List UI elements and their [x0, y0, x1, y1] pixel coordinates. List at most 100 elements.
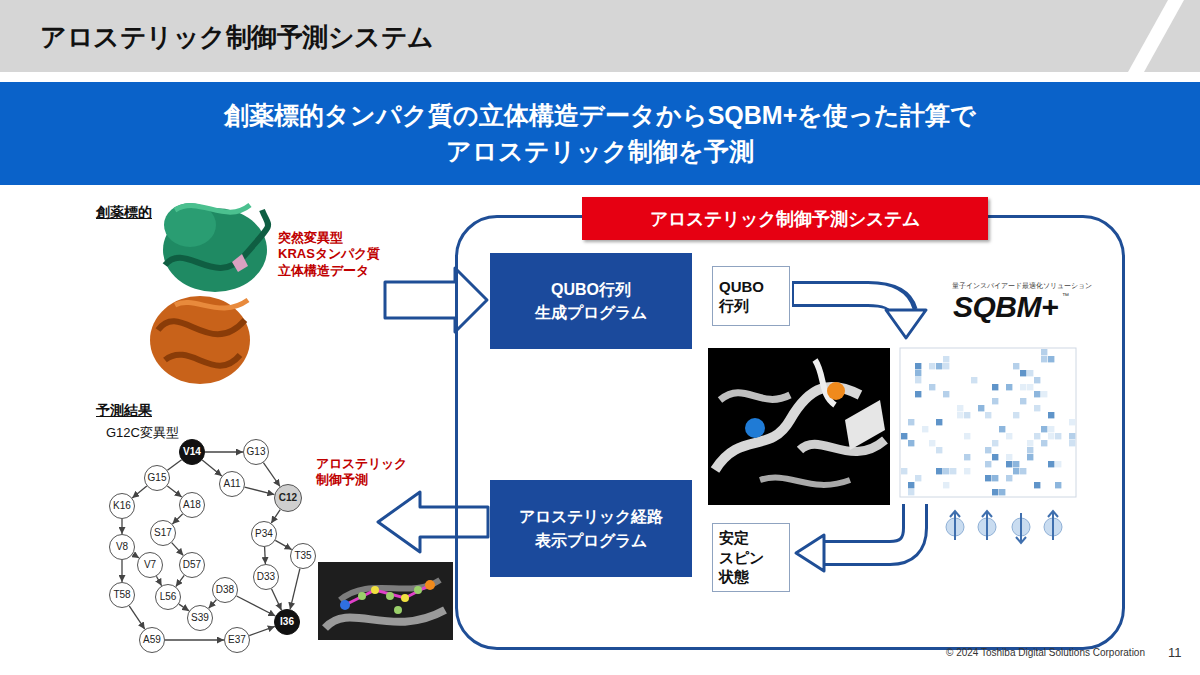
heatmap-cell — [1041, 356, 1047, 362]
pathway-arrow — [167, 486, 181, 497]
residue-circle: V14 — [179, 439, 205, 465]
heatmap-cell — [1013, 468, 1019, 474]
heatmap-cell — [908, 419, 914, 425]
node-text: S17 — [154, 528, 172, 538]
logo-tagline: 量子インスパイアード最適化ソリューション — [952, 283, 1092, 290]
pathway-arrow — [205, 451, 243, 452]
heatmap-cells — [901, 349, 1075, 495]
logo-text: SQBM+ — [953, 292, 1058, 322]
section-label: 予測結果 — [96, 402, 152, 420]
pathway-arrow — [172, 543, 184, 556]
heatmap-cell — [908, 489, 914, 495]
heatmap-cell — [1034, 405, 1040, 411]
residue-circle: A59 — [139, 627, 165, 653]
heatmap-cell — [915, 363, 921, 369]
section-label: 創薬標的 — [96, 204, 152, 222]
residue-circle: P34 — [251, 521, 277, 547]
heatmap-cell — [943, 482, 949, 488]
heatmap-cell — [1020, 384, 1026, 390]
heatmap-cell — [901, 433, 907, 439]
qubo-heatmap — [900, 348, 1076, 497]
node-text: D38 — [216, 585, 234, 595]
heatmap-cell — [1034, 433, 1040, 439]
residue-circle: S17 — [150, 520, 176, 546]
pathway-arrow — [176, 575, 184, 586]
protein-render — [708, 348, 890, 505]
data-box: QUBO 行列 — [712, 266, 790, 326]
heatmap-cell — [1055, 461, 1061, 467]
residue-circle: T35 — [290, 543, 316, 569]
heatmap-cell — [908, 482, 914, 488]
heatmap-cell — [999, 426, 1005, 432]
pathway-arrow — [263, 463, 280, 487]
node-text: D57 — [183, 560, 201, 570]
heatmap-cell — [999, 489, 1005, 495]
heatmap-cell — [1069, 419, 1075, 425]
title-bar — [0, 0, 1200, 72]
heatmap-cell — [992, 440, 998, 446]
heatmap-cell — [1041, 391, 1047, 397]
input-note: 突然変異型 KRASタンパク質 立体構造データ — [278, 230, 388, 279]
heatmap-cell — [936, 419, 942, 425]
heatmap-cell — [1020, 370, 1026, 376]
pathway-arrow — [121, 560, 122, 582]
pathway-arrow — [245, 487, 275, 494]
pathway-arrow — [271, 510, 280, 524]
node-text: K16 — [113, 501, 131, 511]
heatmap-cell — [1027, 454, 1033, 460]
residue-circle: V8 — [109, 534, 135, 560]
pathway-arrow — [156, 576, 161, 585]
heatmap-cell — [1041, 349, 1047, 355]
pathway-arrow — [165, 639, 224, 640]
node-text: QUBO 行列 — [719, 277, 783, 316]
node-text: A11 — [223, 479, 240, 489]
pathway-arrow — [179, 604, 189, 611]
heatmap-cell — [1006, 461, 1012, 467]
residue-circle: V7 — [137, 552, 163, 578]
pathway-arrow — [272, 589, 282, 610]
heatmap-cell — [964, 412, 970, 418]
heatmap-cell — [1034, 391, 1040, 397]
heatmap-cell — [978, 405, 984, 411]
heatmap-cell — [936, 468, 942, 474]
heatmap-cell — [922, 426, 928, 432]
heatmap-cell — [971, 377, 977, 383]
heatmap-cell — [957, 412, 963, 418]
heatmap-cell — [1041, 440, 1047, 446]
heatmap-cell — [1020, 398, 1026, 404]
heatmap-cell — [915, 391, 921, 397]
pathway-arrow — [275, 540, 291, 549]
node-text: A59 — [143, 635, 161, 645]
node-text: A18 — [183, 500, 201, 510]
node-text: T35 — [294, 551, 311, 561]
spin-symbols — [946, 511, 1062, 543]
heatmap-cell — [1027, 384, 1033, 390]
heatmap-cell — [1013, 461, 1019, 467]
heatmap-cell — [1006, 475, 1012, 481]
system-panel: アロステリック制御予測システムQUBO行列 生成プログラムQUBO 行列安定 ス… — [455, 215, 1125, 650]
node-text: P34 — [255, 529, 273, 539]
residue-circle: E37 — [224, 627, 250, 653]
node-text: E37 — [228, 635, 246, 645]
hollow-arrow-out — [378, 492, 488, 552]
slide-title: アロステリック制御予測システム — [40, 20, 434, 55]
node-text: V8 — [116, 542, 128, 552]
heatmap-cell — [943, 391, 949, 397]
node-text: G15 — [148, 473, 167, 483]
process-box: アロステリック経路 表示プログラム — [490, 480, 692, 577]
copyright: © 2024 Toshiba Digital Solutions Corpora… — [946, 647, 1145, 658]
curved-arrow-to-spin — [796, 502, 915, 571]
heatmap-cell — [1069, 440, 1075, 446]
heatmap-cell — [985, 475, 991, 481]
residue-circle: D38 — [212, 577, 238, 603]
residue-circle: C12 — [274, 484, 302, 512]
heatmap-cell — [985, 447, 991, 453]
heatmap-cell — [992, 489, 998, 495]
heatmap-cell — [964, 433, 970, 439]
heatmap-cell — [992, 384, 998, 390]
heatmap-cell — [1027, 440, 1033, 446]
node-text: C12 — [279, 493, 297, 503]
heatmap-cell — [992, 475, 998, 481]
heatmap-cell — [1048, 356, 1054, 362]
